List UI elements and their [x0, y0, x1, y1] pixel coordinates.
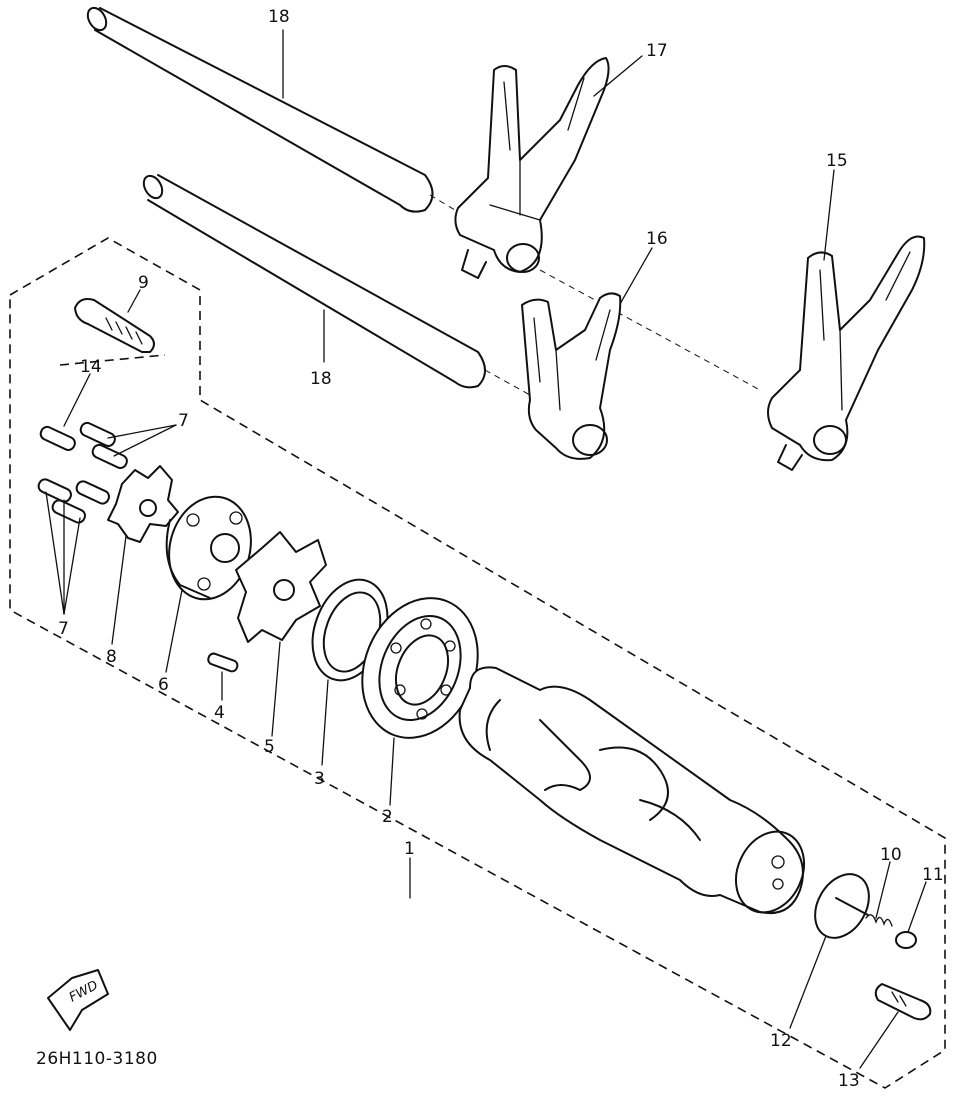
guide-bar-upper [86, 6, 481, 226]
callout-12: 12 [770, 1031, 792, 1051]
callout-2: 2 [382, 807, 393, 827]
screw-9 [74, 298, 155, 353]
callout-6: 6 [158, 675, 169, 695]
callout-18-upper: 18 [268, 7, 290, 27]
callout-3: 3 [314, 769, 325, 789]
callout-10: 10 [880, 845, 902, 865]
callout-13: 13 [838, 1071, 860, 1091]
assembly-boundary [9, 237, 946, 1089]
callout-15: 15 [826, 151, 848, 171]
callout-labels: 18 17 15 16 18 9 14 7 7 8 6 4 5 3 2 1 10… [58, 7, 944, 1091]
callout-1: 1 [404, 839, 415, 859]
stopper-plate-5 [235, 531, 327, 643]
drum-segment-6 [165, 495, 252, 601]
leader-lines [45, 29, 927, 1069]
callout-8: 8 [106, 647, 117, 667]
callout-7-upper: 7 [178, 411, 189, 431]
callout-18-lower: 18 [310, 369, 332, 389]
drawing-code: 26H110-3180 [36, 1049, 158, 1069]
callout-4: 4 [214, 703, 225, 723]
callout-9: 9 [138, 273, 149, 293]
callout-11: 11 [922, 865, 944, 885]
fwd-arrow-icon: FWD [47, 969, 109, 1031]
shift-cam-drum [458, 666, 806, 914]
spring-10 [865, 914, 893, 927]
stopper-12 [814, 873, 870, 939]
callout-14: 14 [80, 357, 102, 377]
callout-16: 16 [646, 229, 668, 249]
callout-7-lower: 7 [58, 619, 69, 639]
segment-8 [107, 465, 179, 543]
dowel-pins [37, 421, 128, 524]
shift-fork-17 [454, 57, 761, 391]
shift-fork-16 [521, 292, 622, 460]
shift-fork-15 [767, 235, 926, 471]
callout-5: 5 [264, 737, 275, 757]
ball-11 [895, 931, 917, 949]
bolt-13 [874, 983, 932, 1021]
pin-4 [207, 652, 239, 673]
callout-17: 17 [646, 41, 668, 61]
guide-bar-lower [142, 174, 531, 396]
